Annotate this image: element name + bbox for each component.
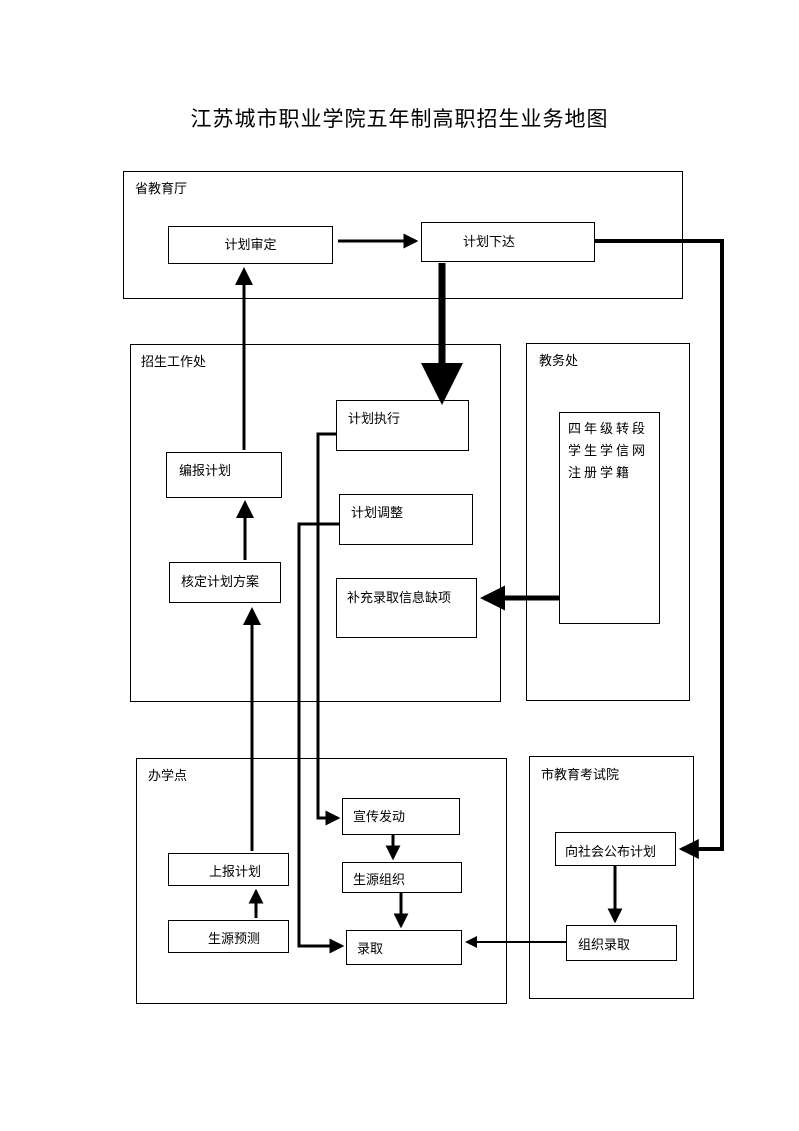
node-admission-label: 录取 (357, 942, 384, 957)
group-label-city: 市教育考试院 (541, 768, 620, 783)
node-plan-review-label: 计划审定 (224, 238, 277, 253)
node-plan-adjust-label: 计划调整 (351, 506, 404, 521)
group-province (123, 171, 683, 299)
group-label-school: 办学点 (148, 769, 188, 784)
node-plan-issue-label: 计划下达 (463, 235, 516, 250)
node-plan-execute: 计划执行 (336, 400, 469, 451)
node-admission: 录取 (346, 930, 462, 965)
node-promotion-label: 宣传发动 (353, 810, 406, 825)
node-source-forecast-label: 生源预测 (208, 932, 261, 947)
node-source-forecast: 生源预测 (168, 920, 289, 953)
node-verify-plan: 核定计划方案 (169, 562, 281, 603)
group-label-admissions: 招生工作处 (141, 355, 207, 370)
node-compile-plan-label: 编报计划 (179, 464, 232, 479)
group-label-province: 省教育厅 (135, 182, 188, 197)
node-publish-plan: 向社会公布计划 (555, 832, 676, 866)
node-registration-line-2: 学生学信网 (568, 444, 649, 459)
node-compile-plan: 编报计划 (166, 452, 282, 498)
node-promotion: 宣传发动 (342, 798, 460, 835)
node-supplement-info-label: 补充录取信息缺项 (347, 591, 452, 606)
node-organize-admission-label: 组织录取 (578, 938, 631, 953)
node-plan-issue: 计划下达 (421, 222, 595, 262)
node-supplement-info: 补充录取信息缺项 (336, 578, 477, 638)
node-source-org-label: 生源组织 (353, 873, 406, 888)
node-publish-plan-label: 向社会公布计划 (565, 845, 657, 860)
node-verify-plan-label: 核定计划方案 (181, 575, 260, 590)
node-plan-review: 计划审定 (168, 226, 333, 264)
node-registration-line-1: 四年级转段 (568, 422, 649, 437)
node-report-plan-label: 上报计划 (209, 865, 262, 880)
node-plan-execute-label: 计划执行 (348, 412, 401, 427)
node-organize-admission: 组织录取 (566, 925, 677, 961)
node-plan-adjust: 计划调整 (339, 494, 473, 545)
node-registration-label: 四年级转段 学生学信网 注册学籍 (568, 419, 648, 485)
group-city (529, 756, 694, 999)
node-registration-line-3: 注册学籍 (568, 466, 633, 481)
diagram-title: 江苏城市职业学院五年制高职招生业务地图 (190, 107, 609, 131)
node-source-org: 生源组织 (342, 862, 462, 893)
node-report-plan: 上报计划 (168, 853, 289, 886)
group-label-academic: 教务处 (539, 354, 579, 369)
